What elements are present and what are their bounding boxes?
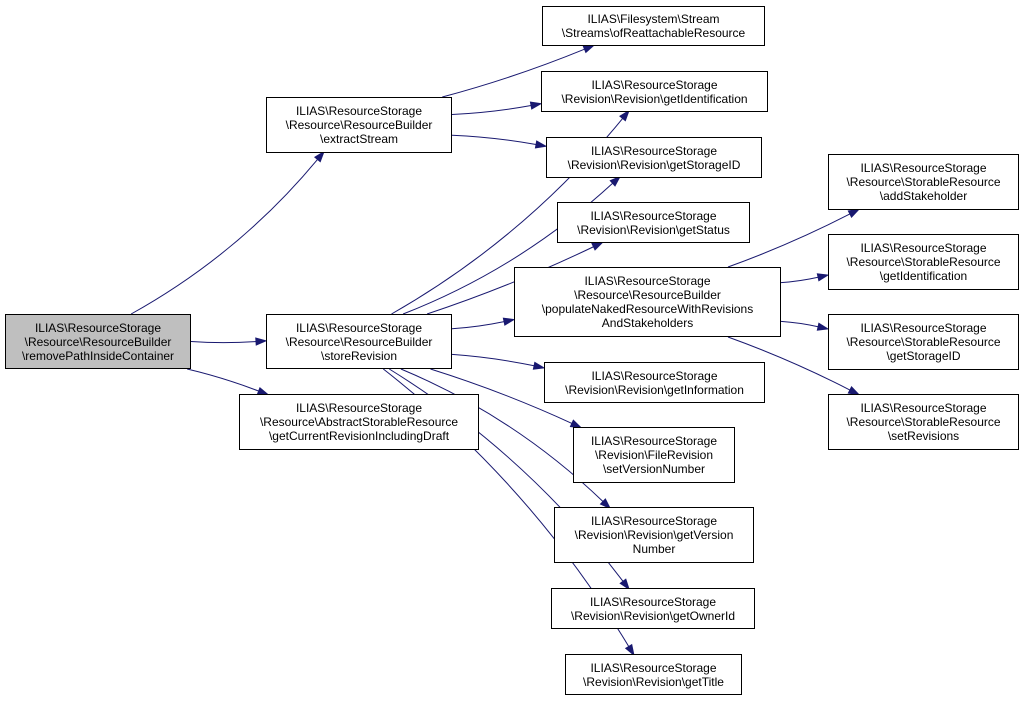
node-revision-get-storage-id[interactable]: ILIAS\ResourceStorage \Revision\Revision… [546,137,762,178]
arrowhead-store_revision-to-get_title [624,643,635,657]
node-line: ILIAS\ResourceStorage [590,208,717,223]
node-line: \Resource\ResourceBuilder [285,118,433,132]
node-line: ILIAS\ResourceStorage [590,434,718,448]
node-line: \Revision\Revision\getOwnerId [570,608,736,623]
node-populate-naked-resource[interactable]: ILIAS\ResourceStorage \Resource\Resource… [514,267,781,337]
node-line: \setRevisions [887,429,960,443]
node-extract-stream[interactable]: ILIAS\ResourceStorage \Resource\Resource… [266,97,452,153]
node-line: \Revision\Revision\getStatus [577,222,730,237]
node-line: ILIAS\ResourceStorage [591,368,718,383]
call-edge-store_revision-to-get_status [426,246,594,315]
node-line: Number [632,542,676,556]
node-remove-path-inside-container: ILIAS\ResourceStorage \Resource\Resource… [5,314,191,369]
arrowhead-extract_stream-to-get_storage_id [534,140,548,149]
node-revision-get-version-number[interactable]: ILIAS\ResourceStorage \Revision\Revision… [554,507,754,563]
node-storable-resource-get-identification[interactable]: ILIAS\ResourceStorage \Resource\Storable… [828,234,1019,290]
node-line: ILIAS\ResourceStorage [590,660,717,675]
call-edge-populate_naked-to-sr_get_storage_id [780,320,819,328]
call-edge-root-to-get_current_revision [187,368,259,392]
node-file-revision-set-version-number[interactable]: ILIAS\ResourceStorage \Revision\FileRevi… [573,427,735,483]
call-edge-extract_stream-to-get_identification [451,105,532,115]
arrowhead-extract_stream-to-of_reattachable [582,44,596,54]
arrowhead-store_revision-to-get_information [532,361,546,370]
arrowhead-populate_naked-to-set_revisions [847,386,861,396]
arrowhead-store_revision-to-populate_naked [502,317,516,326]
arrowhead-root-to-store_revision [255,337,268,346]
node-line: \getStorageID [886,349,961,363]
node-line: \Resource\ResourceBuilder [285,334,433,349]
node-line: \Resource\StorableResource [846,415,1001,429]
node-line: AndStakeholders [601,316,694,330]
node-line: ILIAS\ResourceStorage [590,514,718,528]
node-storable-resource-set-revisions[interactable]: ILIAS\ResourceStorage \Resource\Storable… [828,394,1019,450]
node-storable-resource-add-stakeholder[interactable]: ILIAS\ResourceStorage \Resource\Storable… [828,154,1019,210]
node-line: \getCurrentRevisionIncludingDraft [268,429,450,443]
node-line: \Revision\Revision\getVersion [574,528,734,542]
arrowhead-populate_naked-to-sr_get_storage_id [816,322,830,331]
node-line: \Resource\StorableResource [846,255,1001,269]
node-line: \removePathInsideContainer [21,348,175,363]
node-of-reattachable-resource[interactable]: ILIAS\Filesystem\Stream \Streams\ofReatt… [542,6,765,46]
node-revision-get-owner-id[interactable]: ILIAS\ResourceStorage \Revision\Revision… [551,588,755,629]
arrowhead-populate_naked-to-add_stakeholder [847,208,861,218]
node-revision-get-identification[interactable]: ILIAS\ResourceStorage \Revision\Revision… [541,71,768,112]
node-line: \Resource\ResourceBuilder [24,334,172,349]
node-line: ILIAS\ResourceStorage [590,143,718,158]
arrowhead-store_revision-to-get_version_number [599,498,612,510]
node-line: \Resource\ResourceBuilder [574,288,721,302]
node-line: ILIAS\ResourceStorage [584,274,711,288]
node-line: \populateNakedResourceWithRevisions [541,302,754,316]
arrowhead-store_revision-to-get_identification [619,109,630,122]
call-edge-populate_naked-to-set_revisions [727,336,851,391]
call-edge-store_revision-to-populate_naked [451,321,505,330]
node-line: \Revision\Revision\getIdentification [561,91,748,106]
call-edge-root-to-extract_stream [130,159,318,315]
arrowhead-store_revision-to-get_status [591,241,604,251]
node-line: \Revision\Revision\getStorageID [567,157,741,172]
arrowhead-extract_stream-to-get_identification [529,101,543,110]
node-line: ILIAS\ResourceStorage [860,241,987,255]
call-edge-store_revision-to-set_version_number [430,368,573,424]
node-line: ILIAS\ResourceStorage [34,320,162,335]
node-store-revision[interactable]: ILIAS\ResourceStorage \Resource\Resource… [266,314,452,369]
call-edge-root-to-store_revision [190,341,257,344]
node-line: ILIAS\ResourceStorage [295,320,423,335]
node-line: ILIAS\ResourceStorage [860,321,987,335]
node-storable-resource-get-storage-id[interactable]: ILIAS\ResourceStorage \Resource\Storable… [828,314,1019,370]
call-edge-populate_naked-to-add_stakeholder [727,213,851,268]
call-edge-extract_stream-to-of_reattachable [442,48,585,98]
node-line: \Resource\AbstractStorableResource [259,415,459,429]
call-edge-populate_naked-to-sr_get_identification [780,276,819,284]
node-line: \Streams\ofReattachableResource [561,26,746,40]
node-line: \Revision\Revision\getTitle [583,674,724,689]
node-line: \addStakeholder [879,189,968,203]
node-line: ILIAS\ResourceStorage [295,401,423,415]
arrowhead-store_revision-to-get_owner_id [619,578,630,591]
node-line: \Revision\FileRevision [594,448,714,462]
arrowhead-populate_naked-to-sr_get_identification [816,273,830,282]
node-line: \storeRevision [320,348,398,363]
arrowhead-store_revision-to-get_storage_id [609,175,622,187]
node-line: \setVersionNumber [602,462,706,476]
node-line: \Resource\StorableResource [846,335,1001,349]
node-line: \extractStream [319,132,399,146]
node-line: ILIAS\ResourceStorage [589,594,717,609]
node-revision-get-information[interactable]: ILIAS\ResourceStorage \Revision\Revision… [544,362,765,403]
node-line: ILIAS\ResourceStorage [860,161,987,175]
call-edge-extract_stream-to-get_storage_id [451,134,537,145]
node-line: ILIAS\Filesystem\Stream [587,12,720,26]
node-line: \Revision\Revision\getInformation [565,382,744,397]
node-line: ILIAS\ResourceStorage [591,77,718,92]
node-line: ILIAS\ResourceStorage [860,401,987,415]
node-get-current-revision-including-draft[interactable]: ILIAS\ResourceStorage \Resource\Abstract… [239,394,479,450]
node-line: \Resource\StorableResource [846,175,1001,189]
arrowhead-root-to-extract_stream [313,150,325,163]
node-line: \getIdentification [879,269,968,283]
node-line: ILIAS\ResourceStorage [295,104,423,118]
node-revision-get-status[interactable]: ILIAS\ResourceStorage \Revision\Revision… [557,202,750,243]
node-revision-get-title[interactable]: ILIAS\ResourceStorage \Revision\Revision… [565,654,742,695]
call-edge-store_revision-to-get_information [451,353,535,367]
